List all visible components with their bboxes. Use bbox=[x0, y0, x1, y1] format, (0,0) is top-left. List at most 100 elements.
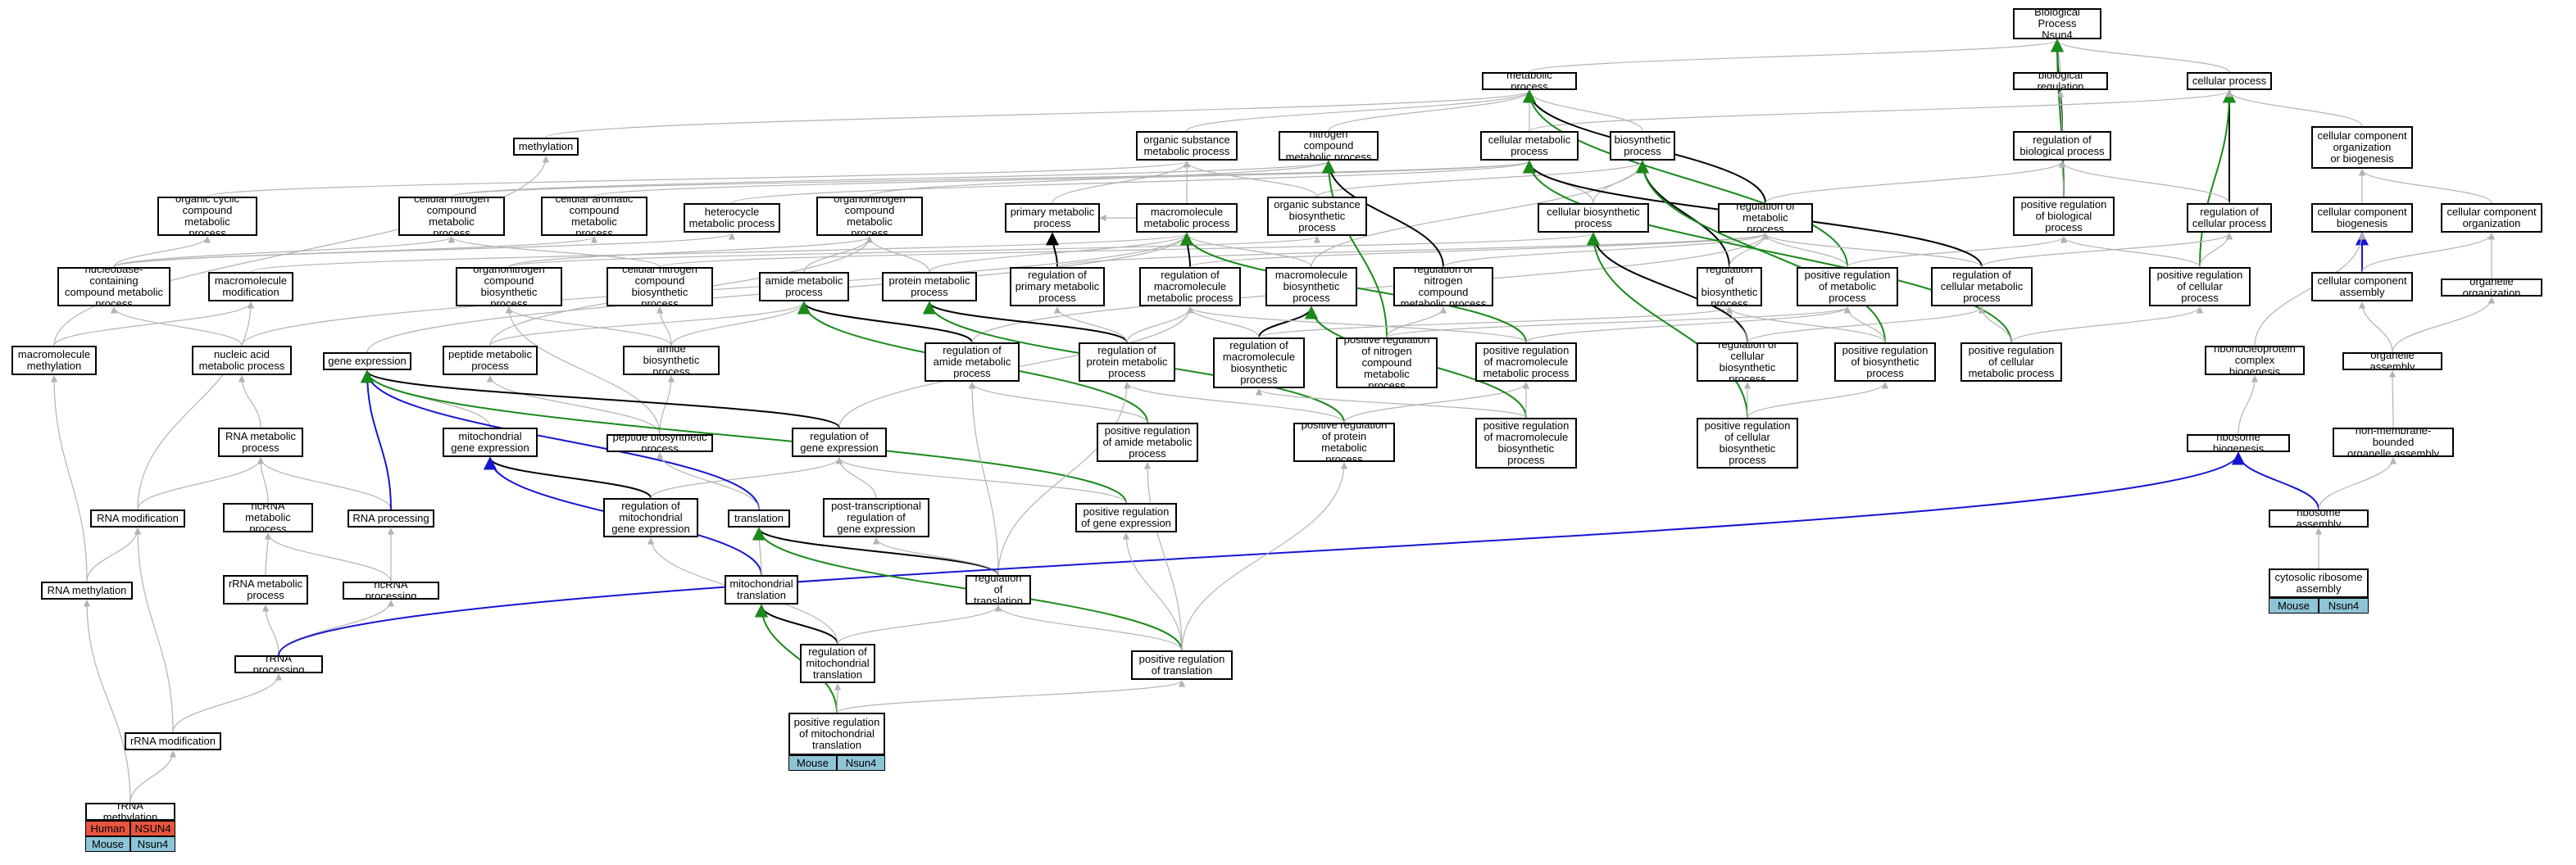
go-term-pos-reg-protein[interactable]: positive regulation of protein metabolic… bbox=[1293, 423, 1395, 462]
go-term-reg-mito-gene[interactable]: regulation of mitochondrial gene express… bbox=[603, 498, 698, 537]
go-term-reg-amide[interactable]: regulation of amide metabolic process bbox=[925, 342, 1020, 382]
go-term-nucleobase[interactable]: nucleobase-containing compound metabolic… bbox=[57, 267, 170, 306]
edge-is-a bbox=[1186, 90, 1533, 132]
go-term-org-sub-met[interactable]: organic substance metabolic process bbox=[1136, 131, 1238, 161]
go-term-pos-reg-met[interactable]: positive regulation of metabolic process bbox=[1797, 267, 1898, 306]
go-term-organonitro-bio[interactable]: organonitrogen compound biosynthetic pro… bbox=[456, 267, 562, 306]
go-term-reg-cell-proc[interactable]: regulation of cellular process bbox=[2187, 203, 2272, 233]
go-term-peptide-bio[interactable]: peptide biosynthetic process bbox=[607, 434, 713, 452]
go-term-organelle-org[interactable]: organelle organization bbox=[2441, 279, 2542, 297]
go-term-rrna-methyl[interactable]: rRNA methylation bbox=[85, 803, 175, 821]
go-term-bp[interactable]: Biological Process Nsun4 bbox=[2013, 8, 2101, 39]
go-term-primary-met[interactable]: primary metabolic process bbox=[1005, 203, 1100, 233]
go-term-pos-reg-macro-met[interactable]: positive regulation of macromolecule met… bbox=[1475, 342, 1577, 382]
go-term-heterocycle[interactable]: heterocycle metabolic process bbox=[684, 203, 780, 233]
go-term-org-cyclic[interactable]: organic cyclic compound metabolic proces… bbox=[157, 197, 257, 236]
go-term-cell-met[interactable]: cellular metabolic process bbox=[1480, 131, 1579, 161]
go-term-reg-cell-met[interactable]: regulation of cellular metabolic process bbox=[1931, 267, 2033, 306]
go-term-rna-mod[interactable]: RNA modification bbox=[90, 509, 185, 528]
go-term-pos-reg-nitro[interactable]: positive regulation of nitrogen compound… bbox=[1336, 337, 1438, 388]
edge-is-a bbox=[207, 161, 1190, 197]
go-term-protein-met[interactable]: protein metabolic process bbox=[882, 272, 977, 301]
go-term-pos-reg-cell[interactable]: positive regulation of cellular process bbox=[2149, 267, 2251, 306]
go-term-reg-nitro-met[interactable]: regulation of nitrogen compound metaboli… bbox=[1393, 267, 1493, 306]
go-term-rna-methyl[interactable]: RNA methylation bbox=[41, 582, 133, 600]
edge-is-a bbox=[1186, 306, 1527, 343]
legend-species: Mouse bbox=[2269, 598, 2319, 614]
go-term-reg-gene-expr[interactable]: regulation of gene expression bbox=[792, 428, 887, 457]
edge-is-a bbox=[835, 457, 1127, 504]
go-term-ncrna-met[interactable]: ncRNA metabolic process bbox=[223, 503, 313, 532]
go-term-ribosome-biogenesis[interactable]: ribosome biogenesis bbox=[2187, 434, 2290, 452]
go-term-pos-reg-cell-bio[interactable]: positive regulation of cellular biosynth… bbox=[1697, 418, 1798, 469]
go-term-macro-met[interactable]: macromolecule metabolic process bbox=[1136, 203, 1238, 233]
edge-regulates bbox=[361, 369, 840, 428]
go-term-cell-arom[interactable]: cellular aromatic compound metabolic pro… bbox=[541, 197, 647, 236]
go-term-pos-reg-trans[interactable]: positive regulation of translation bbox=[1131, 650, 1233, 680]
go-term-rrna-proc[interactable]: rRNA processing bbox=[234, 655, 323, 673]
go-term-amide-met[interactable]: amide metabolic process bbox=[759, 272, 849, 301]
legend-species: Mouse bbox=[85, 836, 130, 852]
go-term-reg-mito-trans[interactable]: regulation of mitochondrial translation bbox=[800, 644, 875, 683]
go-term-cell-nitro-met[interactable]: cellular nitrogen compound metabolic pro… bbox=[398, 197, 505, 236]
go-term-methylation[interactable]: methylation bbox=[513, 138, 579, 156]
go-term-translation[interactable]: translation bbox=[728, 509, 790, 528]
go-term-pos-reg-amide[interactable]: positive regulation of amide metabolic p… bbox=[1097, 423, 1198, 462]
go-term-cell-nitro-bio[interactable]: cellular nitrogen compound biosynthetic … bbox=[607, 267, 713, 306]
edge-is-a bbox=[1386, 306, 1447, 338]
edge-is-a bbox=[1122, 532, 1183, 651]
go-term-pos-reg-mito-trans[interactable]: positive regulation of mitochondrial tra… bbox=[788, 713, 885, 755]
go-term-reg-protein[interactable]: regulation of protein metabolic process bbox=[1079, 342, 1175, 382]
go-term-reg-biosynth[interactable]: regulation of biosynthetic process bbox=[1697, 267, 1762, 306]
go-term-reg-trans[interactable]: regulation of translation bbox=[965, 575, 1031, 605]
go-term-reg-cell-bio[interactable]: regulation of cellular biosynthetic proc… bbox=[1697, 342, 1798, 382]
go-term-mito-gene-expr[interactable]: mitochondrial gene expression bbox=[443, 428, 538, 457]
edge-is-a bbox=[264, 532, 272, 576]
edge-is-a bbox=[1725, 306, 1886, 343]
go-term-nucleic-acid[interactable]: nucleic acid metabolic process bbox=[192, 346, 292, 375]
go-term-gene-expr[interactable]: gene expression bbox=[323, 352, 411, 370]
go-term-organelle-assembly[interactable]: organelle assembly bbox=[2342, 352, 2442, 370]
go-term-metabolic[interactable]: metabolic process bbox=[1482, 72, 1577, 90]
go-term-ccb[interactable]: cellular component biogenesis bbox=[2311, 203, 2413, 233]
go-term-mito-trans[interactable]: mitochondrial translation bbox=[725, 575, 798, 605]
go-term-rna-processing[interactable]: RNA processing bbox=[348, 509, 434, 528]
go-term-macro-bio[interactable]: macromolecule biosynthetic process bbox=[1265, 267, 1357, 306]
go-term-reg-met[interactable]: regulation of metabolic process bbox=[1718, 203, 1813, 233]
go-term-biosynth[interactable]: biosynthetic process bbox=[1610, 131, 1675, 161]
go-term-ribosome-assembly[interactable]: ribosome assembly bbox=[2269, 509, 2369, 528]
go-term-pos-reg-bio[interactable]: positive regulation of biological proces… bbox=[2013, 197, 2115, 236]
go-term-organonitro-met[interactable]: organonitrogen compound metabolic proces… bbox=[816, 197, 923, 236]
go-term-pos-reg-macro-bio[interactable]: positive regulation of macromolecule bio… bbox=[1475, 418, 1577, 469]
go-term-nitro-met[interactable]: nitrogen compound metabolic process bbox=[1279, 131, 1379, 161]
go-term-cca[interactable]: cellular component assembly bbox=[2311, 272, 2413, 301]
edge-is-a bbox=[250, 233, 1190, 273]
go-term-ncrna-proc[interactable]: ncRNA processing bbox=[343, 582, 439, 600]
go-term-amide-bio[interactable]: amide biosynthetic process bbox=[623, 346, 720, 375]
go-term-peptide-met[interactable]: peptide metabolic process bbox=[443, 346, 538, 375]
go-term-cyto-ribo[interactable]: cytosolic ribosome assembly bbox=[2269, 568, 2369, 598]
go-term-reg-primary[interactable]: regulation of primary metabolic process bbox=[1010, 267, 1105, 306]
go-term-reg-bio[interactable]: regulation of biological process bbox=[2013, 131, 2111, 161]
go-term-ccob[interactable]: cellular component organization or bioge… bbox=[2311, 126, 2413, 169]
go-term-macro-methyl[interactable]: macromolecule methylation bbox=[11, 346, 97, 375]
go-term-rrna-mod[interactable]: rRNA modification bbox=[125, 732, 221, 750]
go-term-macro-mod[interactable]: macromolecule modification bbox=[208, 272, 293, 301]
go-term-post-trans[interactable]: post-transcriptional regulation of gene … bbox=[823, 498, 929, 537]
go-term-rrna-met[interactable]: rRNA metabolic process bbox=[223, 575, 308, 605]
go-term-org-sub-bio[interactable]: organic substance biosynthetic process bbox=[1267, 197, 1367, 236]
go-term-rna-met[interactable]: RNA metabolic process bbox=[218, 428, 303, 457]
go-term-bio-reg[interactable]: biological regulation bbox=[2013, 72, 2108, 90]
go-term-reg-macro-bio[interactable]: regulation of macromolecule biosynthetic… bbox=[1213, 337, 1305, 388]
go-term-pos-reg-biosynth[interactable]: positive regulation of biosynthetic proc… bbox=[1834, 342, 1936, 382]
go-term-pos-reg-gene[interactable]: positive regulation of gene expression bbox=[1075, 503, 1177, 532]
go-term-cellular-process[interactable]: cellular process bbox=[2187, 72, 2272, 90]
go-term-nmb-organelle[interactable]: non-membrane-bounded organelle assembly bbox=[2333, 428, 2454, 457]
go-term-cell-biosynth[interactable]: cellular biosynthetic process bbox=[1538, 203, 1649, 233]
go-term-cco[interactable]: cellular component organization bbox=[2441, 203, 2542, 233]
go-term-pos-reg-cell-met[interactable]: positive regulation of cellular metaboli… bbox=[1960, 342, 2062, 382]
go-term-reg-macro-met[interactable]: regulation of macromolecule metabolic pr… bbox=[1139, 267, 1241, 306]
go-term-rnp-bio[interactable]: ribonucleoprotein complex biogenesis bbox=[2205, 346, 2305, 375]
edge-regulates bbox=[1636, 160, 1730, 268]
